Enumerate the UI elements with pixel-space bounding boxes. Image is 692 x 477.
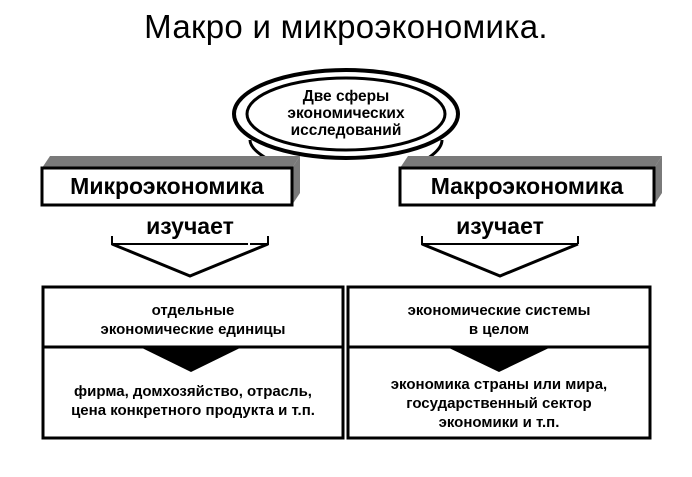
left-heading-box: [40, 156, 300, 207]
right-top-line2: в целом: [468, 321, 530, 338]
left-bottom-line1: фирма, домхозяйство, отрасль,: [74, 383, 312, 400]
left-top-line2: экономические единицы: [100, 321, 286, 338]
page-title: Макро и микроэкономика.: [144, 8, 548, 45]
center-oval: [232, 68, 460, 160]
left-bottom-line2: цена конкретного продукта и т.п.: [71, 402, 315, 419]
left-heading: Микроэкономика: [70, 173, 264, 199]
right-top-line1: экономические системы: [407, 302, 591, 319]
left-open-arrow: [111, 236, 269, 278]
left-top-line1: отдельные: [151, 302, 235, 319]
right-panel: [346, 285, 652, 440]
right-solid-arrow: [447, 347, 551, 372]
left-solid-arrow: [140, 347, 242, 372]
right-bottom-line3: экономики и т.п.: [438, 414, 560, 431]
right-bottom-line2: государственный сектор: [406, 395, 592, 412]
right-heading: Макроэкономика: [430, 173, 624, 199]
right-open-arrow: [421, 236, 579, 278]
left-studies-label: изучает: [146, 213, 234, 239]
right-heading-box: [398, 156, 662, 207]
left-panel: [41, 285, 345, 440]
center-label-line2: экономических: [287, 105, 405, 122]
center-label-line3: исследований: [290, 122, 402, 139]
right-studies-label: изучает: [456, 213, 544, 239]
center-label-line1: Две сферы: [302, 88, 390, 105]
right-bottom-line1: экономика страны или мира,: [390, 376, 608, 393]
